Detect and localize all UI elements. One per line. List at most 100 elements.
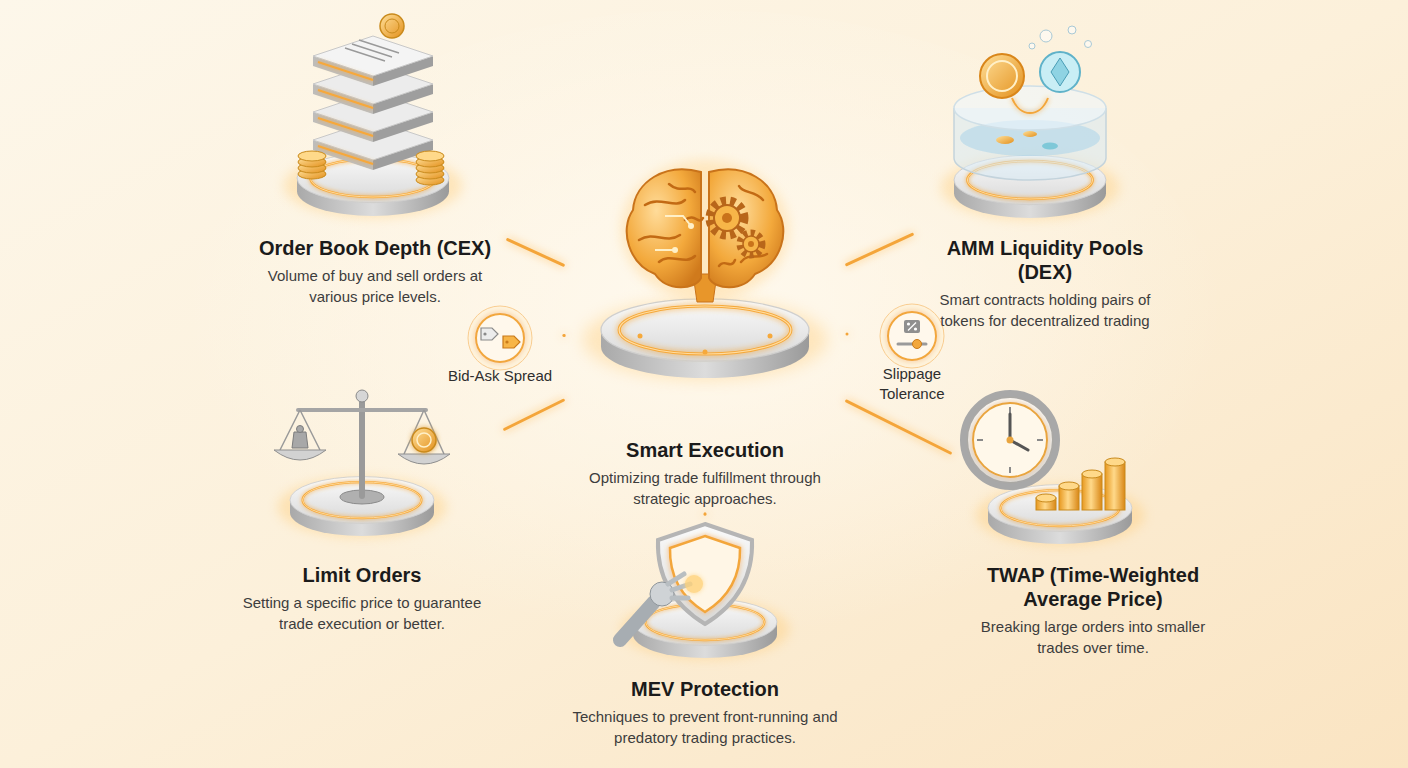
node-title: MEV Protection [566, 677, 844, 701]
order-book-illustration [345, 40, 399, 61]
order-book-illustration [380, 14, 404, 38]
liquidity-pool-illustration [996, 136, 1014, 144]
node-description: Breaking large orders into smaller trade… [959, 616, 1227, 658]
order-book-illustration [385, 19, 399, 33]
balance-scale-illustration [297, 426, 304, 433]
order-book-illustration [416, 151, 444, 161]
balance-scale-illustration [274, 450, 326, 460]
shield-illustration [650, 582, 674, 606]
node-title: Limit Orders [228, 563, 496, 587]
clock-illustration [977, 407, 1043, 473]
order-book-illustration [318, 62, 373, 80]
concept-card: AMM Liquidity Pools (DEX) Smart contracts… [915, 25, 1175, 335]
order-book-illustration [318, 90, 373, 108]
smart-execution-illustration [655, 216, 691, 250]
liquidity-pool-illustration [1040, 52, 1080, 92]
liquidity-pool-illustration [980, 54, 1024, 98]
liquidity-pool-illustration [1040, 30, 1052, 42]
clock-illustration [1082, 470, 1102, 478]
slippage-icon [904, 320, 920, 333]
balance-scale-illustration [274, 390, 450, 538]
smart-execution-illustration [743, 236, 759, 252]
clock-illustration [1105, 458, 1125, 466]
smart-execution-illustration [710, 201, 744, 235]
smart-execution-illustration [688, 223, 694, 229]
node-title: AMM Liquidity Pools (DEX) [921, 236, 1169, 284]
concept-card: TWAP (Time-Weighted Average Price) Breaki… [953, 385, 1233, 662]
slippage-icon [888, 312, 936, 360]
liquidity-pool-illustration [1029, 43, 1035, 49]
liquidity-pool-illustration [1051, 58, 1069, 86]
shield-illustration [685, 575, 703, 593]
balance-scale-illustration [280, 410, 444, 454]
liquidity-pool-illustration [987, 61, 1017, 91]
clock-illustration [1082, 474, 1102, 510]
smart-execution-illustration [722, 213, 732, 223]
slippage-icon [914, 327, 917, 330]
balance-scale-illustration [292, 432, 308, 448]
smart-execution-illustration [627, 169, 701, 287]
clock-illustration [964, 394, 1056, 486]
balance-scale-illustration [298, 408, 426, 412]
liquidity-pool-illustration [1042, 143, 1058, 150]
shield-illustration [620, 602, 654, 640]
clock-illustration [964, 394, 1145, 546]
node-description: Smart contracts holding pairs of tokens … [921, 289, 1169, 331]
order-book-illustration [298, 14, 444, 185]
node-description: Volume of buy and sell orders at various… [251, 265, 499, 307]
bid-ask-icon [503, 336, 520, 348]
concept-card: Order Book Depth (CEX) Volume of buy and … [245, 15, 505, 311]
balance-scale-illustration [356, 390, 368, 402]
smart-execution-illustration [768, 334, 773, 339]
smart-execution-illustration [714, 205, 740, 231]
node-title: Smart Execution [572, 438, 838, 462]
concept-card: Limit OrdersSetting a specific price to … [222, 380, 502, 638]
balance-scale-illustration [417, 433, 431, 447]
connector-line [704, 512, 707, 516]
connector-line [845, 333, 848, 336]
icon-badge: Bid-Ask Spread [438, 306, 562, 390]
slippage-icon [908, 323, 916, 331]
order-book-illustration [313, 36, 433, 76]
node-title: Order Book Depth (CEX) [251, 236, 499, 260]
bid-ask-icon [483, 332, 486, 335]
icon-badge: Slippage Tolerance [850, 304, 974, 407]
order-book-illustration [318, 118, 373, 136]
connector-line [562, 334, 565, 337]
bid-ask-icon [468, 306, 532, 370]
bid-ask-icon [505, 340, 508, 343]
node-label: Slippage Tolerance [856, 364, 968, 403]
clock-illustration [973, 403, 1047, 477]
smart-execution-illustration [638, 334, 643, 339]
smart-execution-illustration [703, 350, 708, 355]
node-description: Techniques to prevent front-running and … [566, 706, 844, 748]
node-title: TWAP (Time-Weighted Average Price) [959, 563, 1227, 611]
central-hub: Smart ExecutionOptimizing trade fulfillm… [566, 130, 844, 513]
smart-execution-illustration [621, 160, 789, 302]
smart-execution-illustration [672, 247, 678, 253]
smart-execution-illustration [583, 299, 827, 381]
order-book-illustration [313, 36, 433, 86]
clock-illustration [1059, 482, 1079, 490]
liquidity-pool-illustration [941, 26, 1120, 220]
clock-illustration [1010, 414, 1028, 450]
connector-line [505, 400, 564, 429]
order-book-illustration [298, 151, 326, 161]
smart-execution-illustration [709, 169, 783, 287]
slippage-icon [880, 304, 944, 368]
clock-illustration [1036, 458, 1125, 510]
smart-execution-illustration [740, 233, 762, 255]
connector-line [847, 234, 913, 264]
bid-ask-icon [481, 328, 498, 340]
liquidity-pool-illustration [954, 86, 1106, 130]
smart-execution-illustration [748, 241, 754, 247]
bid-ask-icon [468, 306, 532, 370]
concept-card: MEV ProtectionTechniques to prevent fron… [560, 515, 850, 752]
bid-ask-icon [476, 314, 524, 362]
node-description: Setting a specific price to guarantee tr… [228, 592, 496, 634]
order-book-illustration [284, 14, 463, 218]
